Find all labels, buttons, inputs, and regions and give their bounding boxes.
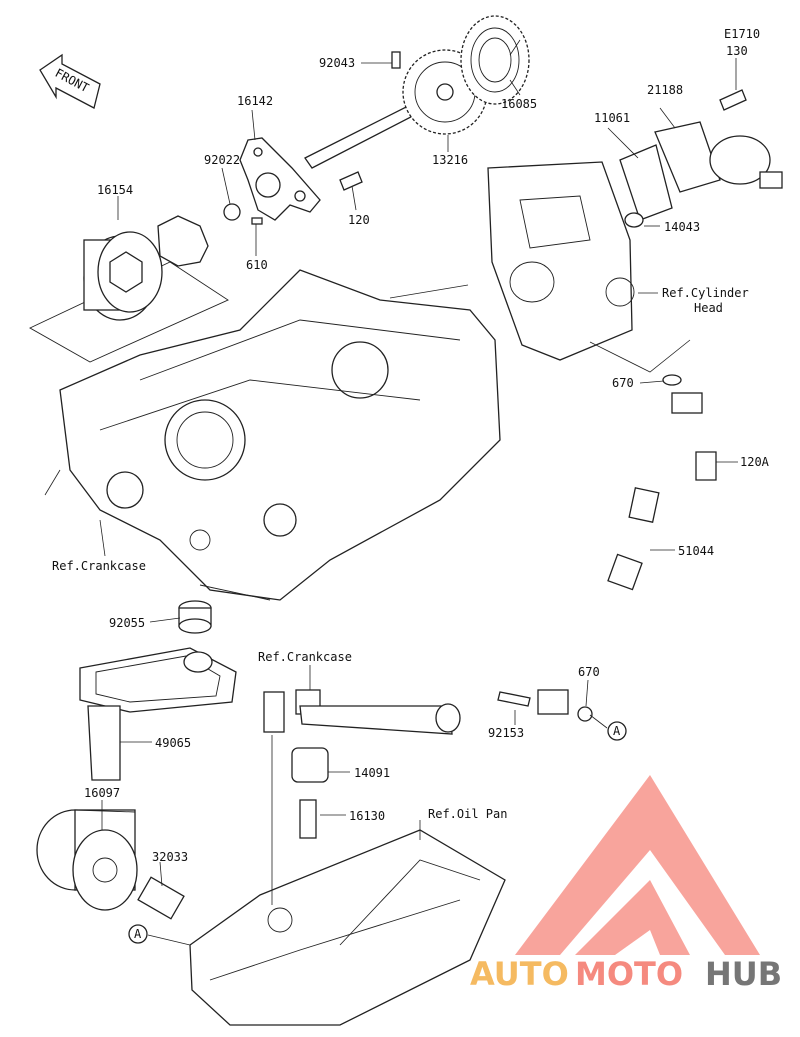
valve-assembly — [619, 89, 783, 228]
part-label-670-top: 670 — [612, 376, 634, 390]
part-label-610: 610 — [246, 258, 268, 272]
bolt-130 — [719, 89, 747, 111]
leader-lines — [99, 39, 738, 946]
ref-cylinder-head-line2: Head — [694, 301, 723, 315]
pin-610 — [251, 217, 263, 225]
seal-92055 — [178, 600, 212, 634]
front-arrow: FRONT — [39, 53, 101, 109]
part-label-16154: 16154 — [97, 183, 133, 197]
ref-oil-pan: Ref.Oil Pan — [428, 807, 507, 821]
part-label-49065: 49065 — [155, 736, 191, 750]
part-label-16097: 16097 — [84, 786, 120, 800]
gasket-11061 — [619, 144, 673, 221]
bolt-120-top — [339, 171, 363, 191]
part-label-16130: 16130 — [349, 809, 385, 823]
watermark-word-moto: MOTO — [575, 955, 683, 993]
pipe-32033 — [137, 876, 185, 920]
solenoid-body — [709, 135, 771, 185]
watermark-word-auto: AUTO — [470, 955, 569, 993]
crankcase-ref — [44, 269, 501, 601]
part-label-32033: 32033 — [152, 850, 188, 864]
oil-pan-ref — [189, 735, 506, 1026]
cover-21188 — [654, 121, 721, 193]
cylinder-head-ref — [487, 161, 691, 373]
part-label-92043: 92043 — [319, 56, 355, 70]
reference-labels: Ref.Cylinder Head Ref.Crankcase Ref.Cran… — [52, 286, 749, 821]
part-label-120A: 120A — [740, 455, 770, 469]
part-label-92055: 92055 — [109, 616, 145, 630]
watermark-word-hub: HUB — [705, 955, 782, 993]
part-label-14043: 14043 — [664, 220, 700, 234]
connector-a-left — [128, 924, 148, 944]
part-label-16085: 16085 — [501, 97, 537, 111]
collar-14091 — [291, 747, 329, 783]
connector-a-right-label: A — [613, 724, 621, 738]
part-label-120: 120 — [348, 213, 370, 227]
ref-cylinder-head-line1: Ref.Cylinder — [662, 286, 749, 300]
oring-670-bottom — [577, 706, 593, 722]
pump-shaft-assembly — [304, 15, 530, 169]
bolt-120A — [695, 451, 717, 481]
oil-strainer — [79, 647, 237, 781]
part-label-11061: 11061 — [594, 111, 630, 125]
part-label-21188: 21188 — [647, 83, 683, 97]
oil-pipe — [497, 374, 717, 722]
bolt-92153 — [497, 691, 531, 707]
relief-parts — [263, 689, 461, 839]
part-label-51044: 51044 — [678, 544, 714, 558]
pump-cover — [223, 137, 363, 225]
watermark-inner-triangle-icon — [575, 880, 690, 955]
pin-92043 — [391, 51, 401, 69]
connector-markers: A A — [128, 721, 627, 944]
ref-crankcase-center: Ref.Crankcase — [258, 650, 352, 664]
watermark-triangle-icon — [515, 775, 760, 955]
connector-a-left-label: A — [134, 927, 142, 941]
watermark-logo: AUTO MOTO HUB — [470, 775, 782, 993]
seal-14043 — [624, 212, 644, 228]
part-label-92153: 92153 — [488, 726, 524, 740]
ref-crankcase-left: Ref.Crankcase — [52, 559, 146, 573]
part-label-13216: 13216 — [432, 153, 468, 167]
part-label-16142: 16142 — [237, 94, 273, 108]
part-labels: E1710 92043 16085 130 16142 21188 11061 … — [84, 27, 770, 864]
oring-92022 — [223, 203, 241, 221]
oring-670-top — [662, 374, 682, 386]
pump-rotor-set — [29, 215, 229, 363]
part-label-670-bottom: 670 — [578, 665, 600, 679]
valve-16130 — [299, 799, 317, 839]
reference-code: E1710 — [724, 27, 760, 41]
part-label-92022: 92022 — [204, 153, 240, 167]
oil-filter-parts — [36, 809, 185, 920]
part-label-14091: 14091 — [354, 766, 390, 780]
part-label-130: 130 — [726, 44, 748, 58]
connector-a-right — [607, 721, 627, 741]
